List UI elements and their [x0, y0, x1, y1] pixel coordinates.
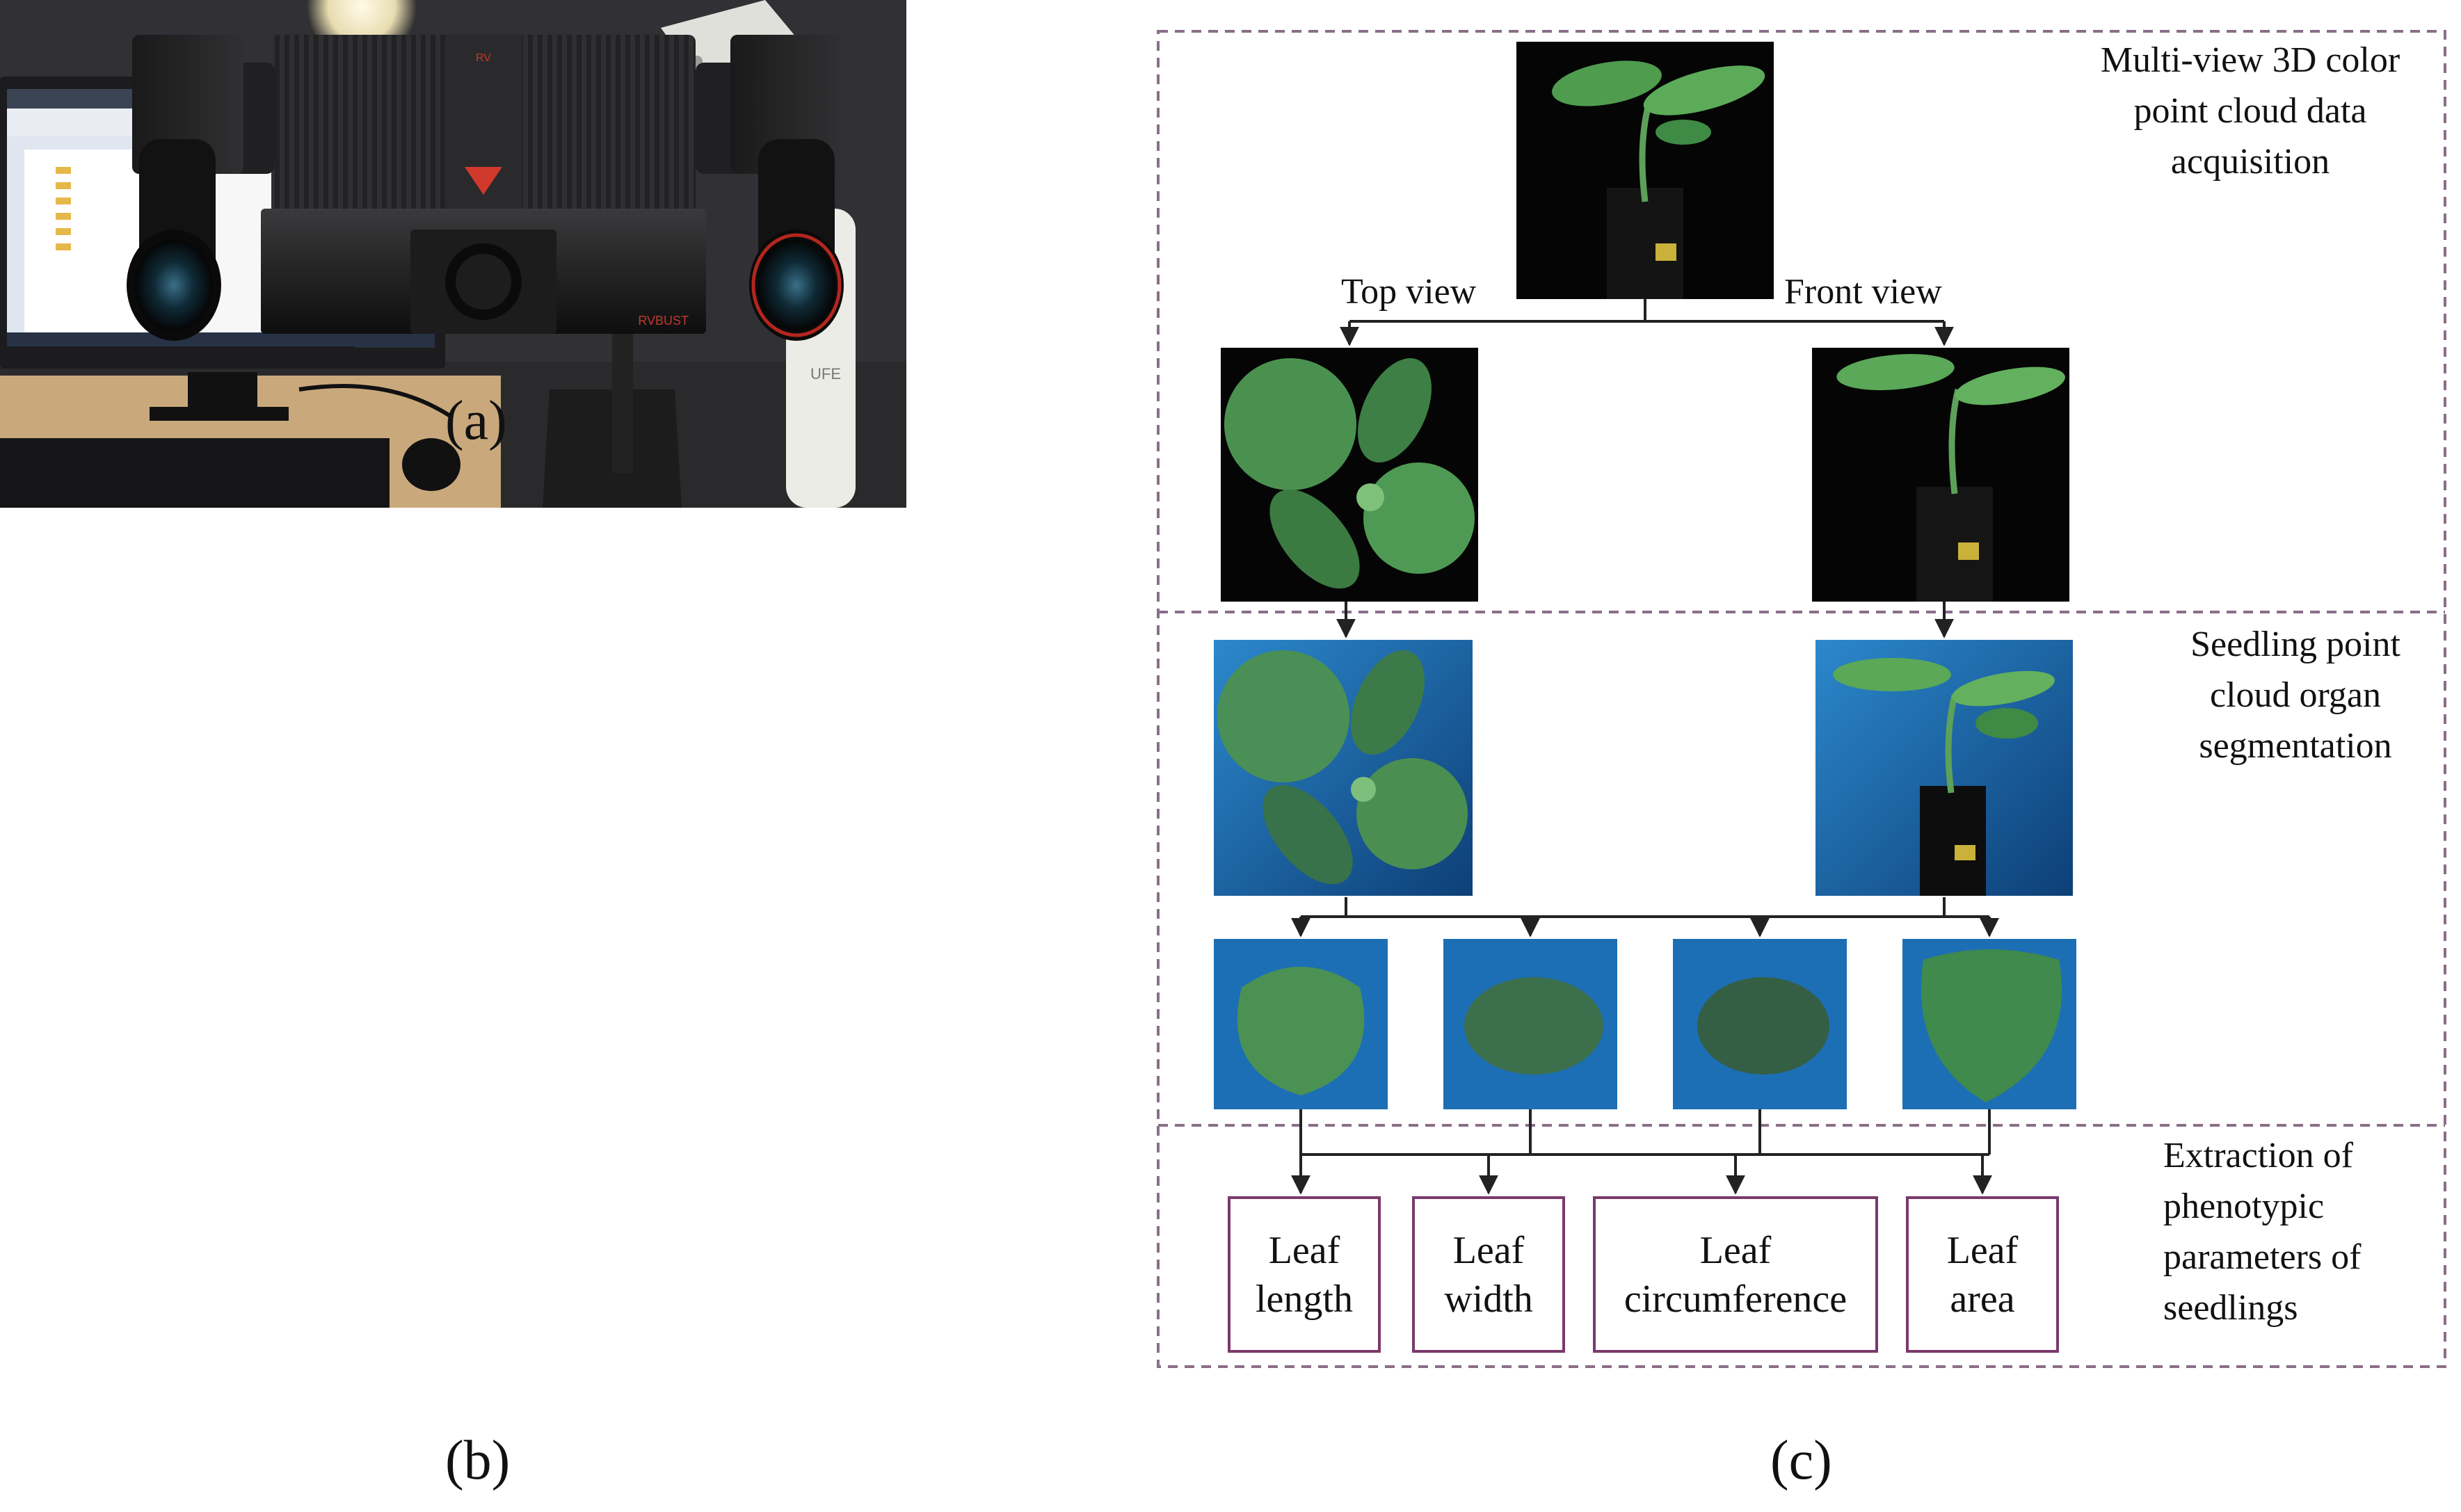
stage-label-segmentation: Seedling point cloud organ segmentation	[2190, 625, 2400, 766]
organ-leaf-image	[1902, 939, 2076, 1109]
top-view-label: Top view	[1341, 272, 1477, 312]
front-view-image	[1812, 348, 2069, 602]
panel-label-a: (a)	[445, 390, 507, 451]
stage-label-extraction: Extraction of phenotypic parameters of s…	[2163, 1136, 2362, 1328]
stage-label-acquisition: Multi-view 3D color point cloud data acq…	[2100, 40, 2400, 182]
brand-text: RVBUST	[638, 314, 689, 328]
top-view-image	[1221, 348, 1478, 602]
svg-text:RV: RV	[476, 52, 491, 64]
organ-leaf-image	[1214, 939, 1388, 1109]
stage-frame	[1157, 30, 2446, 1368]
organ-cotyledon-image	[1443, 939, 1617, 1109]
front-view-label: Front view	[1784, 272, 1942, 312]
panel-label-c: (c)	[1770, 1430, 1832, 1491]
segmented-front-view-image	[1815, 640, 2073, 896]
segmented-top-view-image	[1214, 640, 1473, 896]
multi-view-seedling-image	[1516, 42, 1774, 299]
stereo-camera-illustration: RV RVBUST	[127, 35, 844, 341]
arm-badge: UFE	[810, 365, 841, 383]
organ-cotyledon-image	[1673, 939, 1847, 1109]
panel-label-b: (b)	[445, 1430, 511, 1491]
